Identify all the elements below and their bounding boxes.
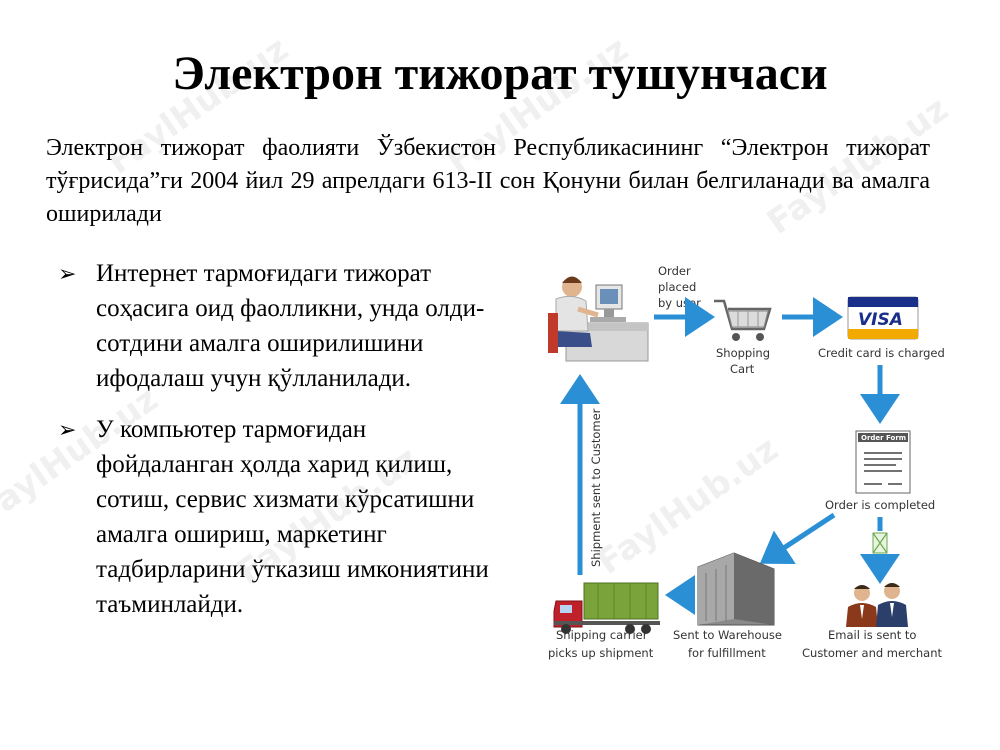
bullet-item: ➢ У компьютер тармоғидан фойдаланган ҳол…: [58, 412, 498, 622]
user-at-computer-icon: [548, 276, 649, 362]
bullet-text: Интернет тармоғидаги тижорат соҳасига ои…: [96, 260, 485, 392]
bullet-text: У компьютер тармоғидан фойдаланган ҳолда…: [96, 416, 489, 618]
customer-merchant-icon: [846, 583, 908, 627]
carrier-label: Shipping carrier picks up shipment: [548, 628, 654, 660]
warehouse-icon: [697, 552, 775, 626]
credit-card-label: Credit card is charged: [818, 346, 945, 360]
shipping-truck-icon: [553, 582, 660, 634]
ecommerce-flow-diagram: Order placed by user Shopping Cart VISA …: [548, 264, 945, 660]
shipment-sent-label: Shipment sent to Customer: [589, 408, 603, 567]
arrow-bullet-icon: ➢: [58, 261, 77, 286]
bullet-list: ➢ Интернет тармоғидаги тижорат соҳасига …: [58, 256, 498, 622]
order-form-header: Order Form: [861, 434, 906, 442]
email-sent-label: Email is sent to Customer and merchant: [802, 628, 943, 660]
order-form-icon: Order Form: [855, 430, 911, 494]
arrow-bullet-icon: ➢: [58, 417, 77, 442]
order-placed-label: Order placed by user: [658, 264, 701, 310]
shopping-cart-label: Shopping Cart: [716, 346, 774, 376]
bullet-item: ➢ Интернет тармоғидаги тижорат соҳасига …: [58, 256, 498, 396]
credit-card-icon: VISA: [847, 296, 919, 340]
warehouse-label: Sent to Warehouse for fulfillment: [673, 628, 786, 660]
visa-text: VISA: [858, 310, 903, 330]
flow-arrow: [759, 512, 836, 564]
email-envelope-icon: [872, 532, 888, 554]
order-completed-label: Order is completed: [825, 498, 935, 512]
shopping-cart-icon: [714, 299, 772, 341]
intro-paragraph: Электрон тижорат фаолияти Ўзбекистон Рес…: [46, 135, 930, 227]
page-title: Электрон тижорат тушунчаси: [172, 47, 828, 100]
